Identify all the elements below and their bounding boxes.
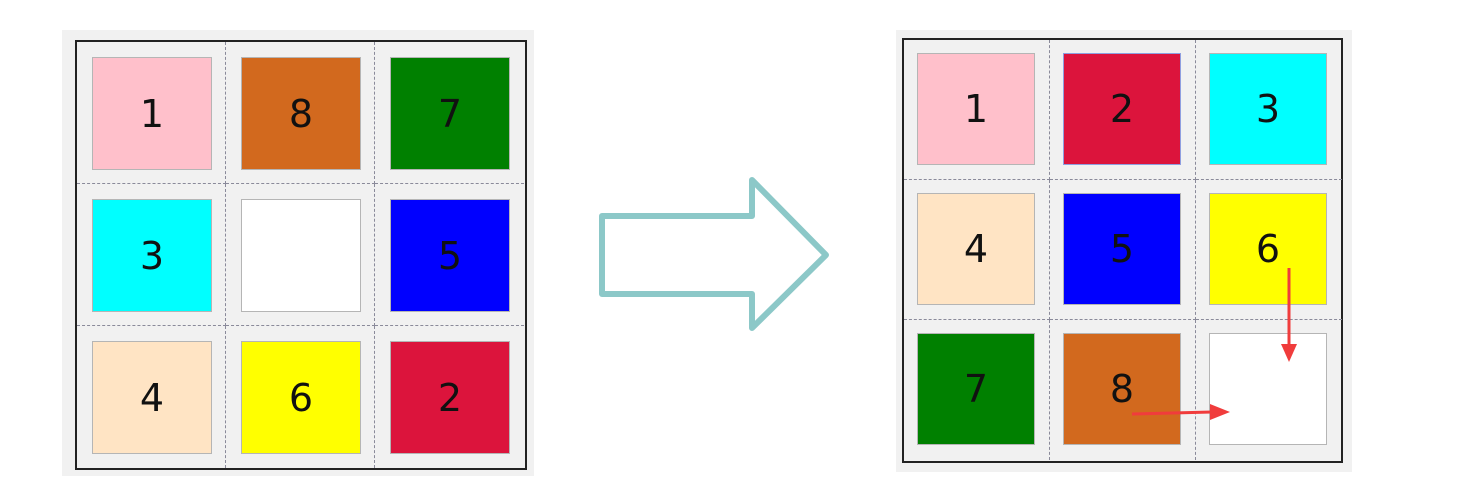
grid-cell: 4 (77, 326, 226, 468)
empty-tile[interactable] (241, 199, 361, 312)
tile-1[interactable]: 1 (92, 57, 212, 170)
tile-6[interactable]: 6 (1209, 193, 1327, 305)
tile-5[interactable]: 5 (1063, 193, 1181, 305)
tile-7[interactable]: 7 (390, 57, 510, 170)
grid-cell (226, 184, 375, 326)
tile-8[interactable]: 8 (1063, 333, 1181, 445)
grid-cell: 8 (226, 42, 375, 184)
grid-cell: 1 (904, 40, 1050, 180)
grid-cell: 3 (1196, 40, 1342, 180)
move-arrow-right-head (1210, 404, 1230, 420)
tile-7[interactable]: 7 (917, 333, 1035, 445)
grid-cell: 7 (904, 320, 1050, 460)
grid-cell: 3 (77, 184, 226, 326)
grid-cell: 5 (1050, 180, 1196, 320)
tile-1[interactable]: 1 (917, 53, 1035, 165)
move-arrow-down-head (1281, 344, 1297, 362)
grid-cell: 2 (1050, 40, 1196, 180)
tile-2[interactable]: 2 (390, 341, 510, 454)
move-arrow-right-line (1131, 410, 1213, 416)
move-hint-arrows (1131, 268, 1297, 420)
tile-4[interactable]: 4 (92, 341, 212, 454)
grid-cell: 8 (1050, 320, 1196, 460)
grid-cell: 1 (77, 42, 226, 184)
tile-4[interactable]: 4 (917, 193, 1035, 305)
grid-cell: 2 (375, 326, 524, 468)
transition-arrow-shape (599, 177, 829, 331)
grid-cell: 6 (226, 326, 375, 468)
empty-tile[interactable] (1209, 333, 1327, 445)
grid-cell: 4 (904, 180, 1050, 320)
tile-6[interactable]: 6 (241, 341, 361, 454)
grid-cell: 5 (375, 184, 524, 326)
grid-cell (1196, 320, 1342, 460)
tile-3[interactable]: 3 (1209, 53, 1327, 165)
tile-8[interactable]: 8 (241, 57, 361, 170)
grid-cell: 7 (375, 42, 524, 184)
tile-2[interactable]: 2 (1063, 53, 1181, 165)
tile-3[interactable]: 3 (92, 199, 212, 312)
grid-cell: 6 (1196, 180, 1342, 320)
tile-5[interactable]: 5 (390, 199, 510, 312)
